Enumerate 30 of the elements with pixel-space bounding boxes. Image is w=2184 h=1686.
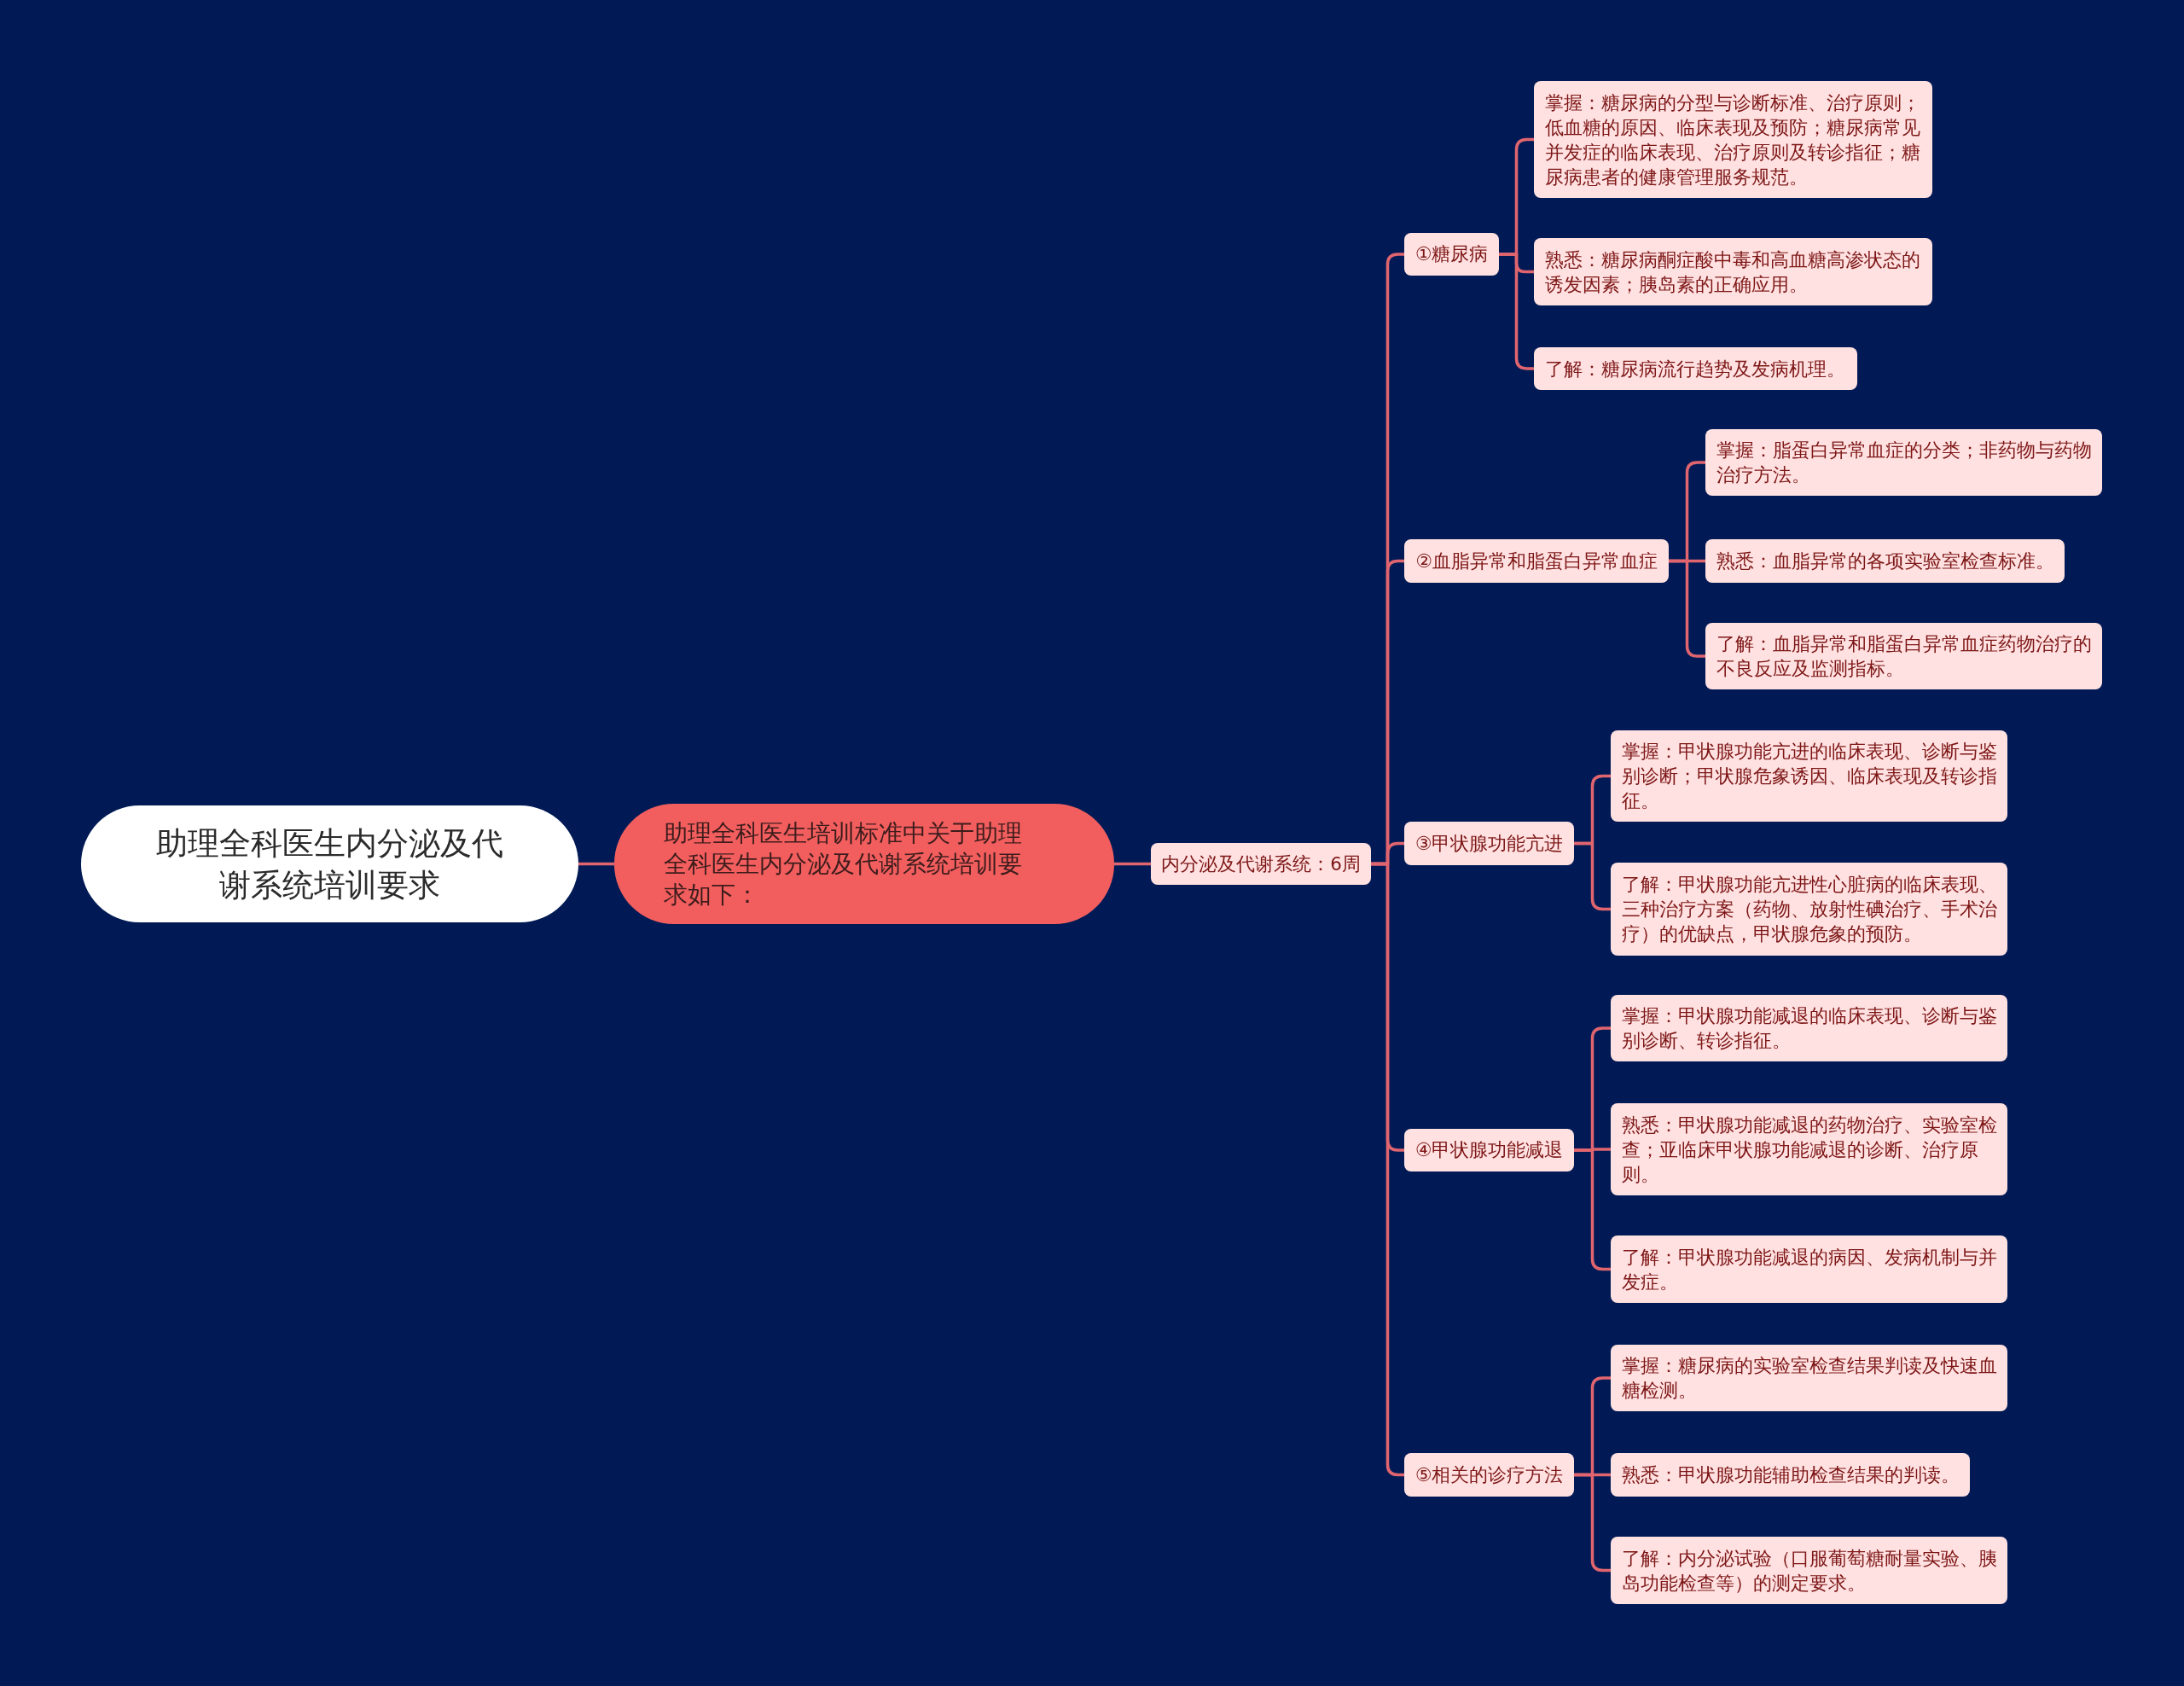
- connector-line: [1572, 841, 1612, 911]
- detail-topic: 熟悉：甲状腺功能减退的药物治疗、实验室检查；亚临床甲状腺功能减退的诊断、治疗原则。: [1611, 1103, 2007, 1195]
- detail-topic: 了解：内分泌试验（口服葡萄糖耐量实验、胰岛功能检查等）的测定要求。: [1611, 1537, 2007, 1604]
- detail-topic: 掌握：甲状腺功能减退的临床表现、诊断与鉴别诊断、转诊指征。: [1611, 995, 2007, 1061]
- detail-topic: 掌握：糖尿病的实验室检查结果判读及快速血糖检测。: [1611, 1345, 2007, 1411]
- connector-line: [1572, 1148, 1612, 1271]
- detail-topic: 掌握：甲状腺功能亢进的临床表现、诊断与鉴别诊断；甲状腺危象诱因、临床表现及转诊指征。: [1611, 730, 2007, 822]
- connector-line: [1112, 862, 1153, 866]
- connector-line: [1369, 862, 1406, 1477]
- detail-topic: 熟悉：糖尿病酮症酸中毒和高血糖高渗状态的诱发因素；胰岛素的正确应用。: [1534, 238, 1932, 305]
- branch-topic: ①糖尿病: [1404, 233, 1499, 276]
- connector-line: [1497, 253, 1536, 370]
- connector-line: [577, 862, 616, 866]
- branch-topic: ②血脂异常和脂蛋白异常血症: [1404, 539, 1669, 583]
- connector-line: [1572, 1473, 1612, 1573]
- main-topic: 助理全科医生培训标准中关于助理全科医生内分泌及代谢系统培训要求如下：: [614, 804, 1114, 924]
- detail-topic: 了解：糖尿病流行趋势及发病机理。: [1534, 347, 1857, 390]
- system-topic: 内分泌及代谢系统：6周: [1151, 843, 1371, 885]
- detail-topic: 熟悉：血脂异常的各项实验室检查标准。: [1705, 539, 2065, 583]
- root-topic: 助理全科医生内分泌及代谢系统培训要求: [81, 805, 578, 922]
- detail-topic: 了解：甲状腺功能亢进性心脏病的临床表现、三种治疗方案（药物、放射性碘治疗、手术治疗）的优缺点，甲状腺危象的预防。: [1611, 863, 2007, 956]
- detail-topic: 了解：血脂异常和脂蛋白异常血症药物治疗的不良反应及监测指标。: [1705, 623, 2102, 689]
- detail-topic: 了解：甲状腺功能减退的病因、发病机制与并发症。: [1611, 1235, 2007, 1303]
- detail-topic: 熟悉：甲状腺功能辅助检查结果的判读。: [1611, 1453, 1970, 1497]
- branch-topic: ⑤相关的诊疗方法: [1404, 1453, 1574, 1497]
- detail-topic: 掌握：糖尿病的分型与诊断标准、治疗原则；低血糖的原因、临床表现及预防；糖尿病常见并发症的临床表现、治疗原则及转诊指征；糖尿病患者的健康管理服务规范。: [1534, 81, 1932, 198]
- connector-line: [1667, 559, 1707, 658]
- branch-topic: ③甲状腺功能亢进: [1404, 822, 1574, 865]
- branch-topic: ④甲状腺功能减退: [1404, 1129, 1574, 1171]
- detail-topic: 掌握：脂蛋白异常血症的分类；非药物与药物治疗方法。: [1705, 429, 2102, 496]
